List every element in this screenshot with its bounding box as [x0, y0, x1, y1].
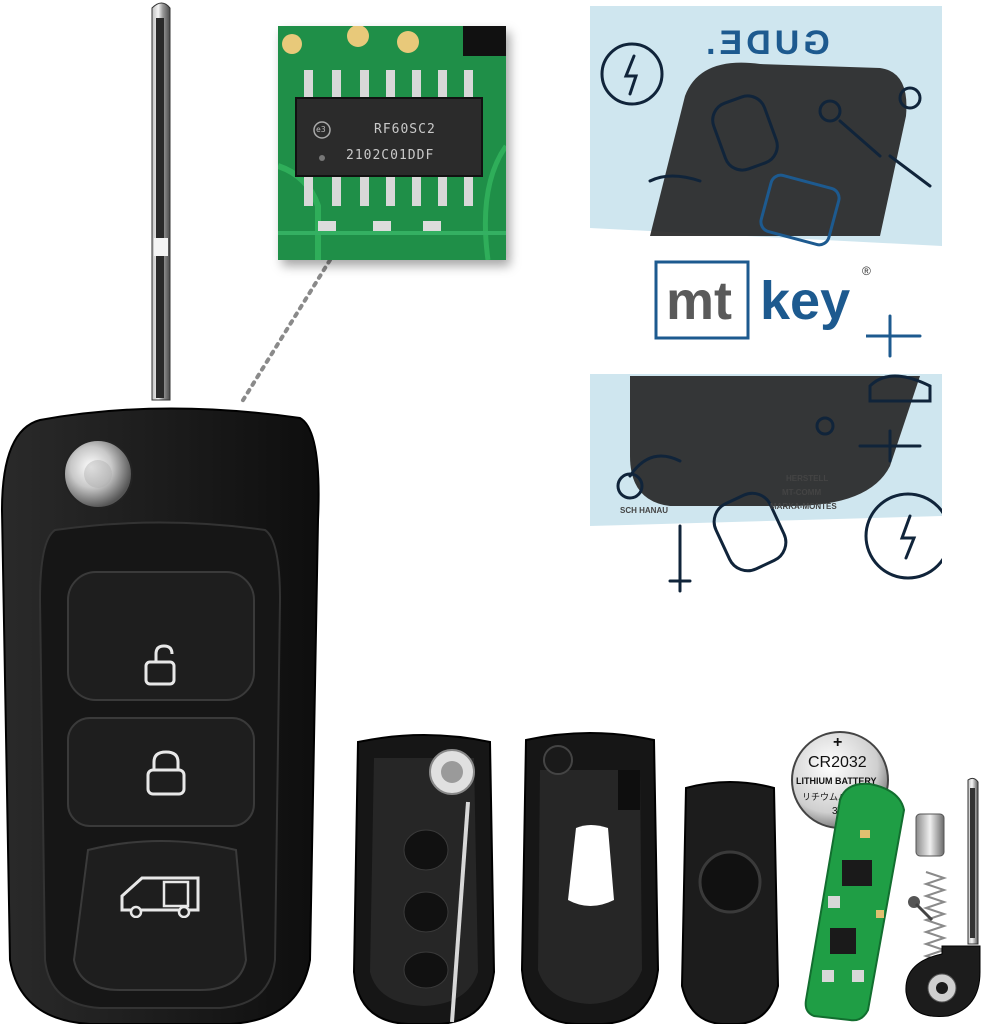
chip-marking-line1: RF60SC2	[374, 122, 436, 137]
fine-print-3: MARKA-MONTES	[770, 502, 837, 511]
unlock-button[interactable]	[68, 572, 254, 700]
logo-mt: mt	[666, 271, 732, 331]
chip-closeup: e3 RF60SC2 2102C01DDF	[278, 26, 506, 260]
brand-card-top-text: GUDE.	[702, 24, 830, 62]
hinge-pin	[910, 810, 950, 860]
van-door-icon	[120, 876, 200, 918]
van-door-button[interactable]	[88, 850, 246, 990]
housing-half-back	[518, 730, 662, 1024]
fine-print-1: HERSTELL	[786, 474, 829, 483]
housing-half-front	[348, 732, 500, 1024]
key-blade	[140, 0, 180, 410]
fine-print-2: MT-COMM	[782, 488, 822, 497]
fine-print-4: SCH HANAU	[620, 506, 668, 515]
unlock-icon	[144, 644, 176, 686]
brand-card: GUDE. mt key ® HERSTELL MT-COMM MARKA-MO…	[590, 6, 942, 596]
remote-key-fob	[0, 400, 320, 1024]
chip-logo: e3	[316, 125, 326, 134]
lock-button[interactable]	[68, 718, 254, 826]
screw	[906, 894, 936, 924]
spring	[920, 868, 950, 978]
chip-marking-line2: 2102C01DDF	[346, 148, 435, 163]
circuit-board	[800, 780, 910, 1024]
logo-key: key	[760, 271, 851, 331]
small-key-blade	[902, 776, 982, 1024]
lock-icon	[146, 750, 186, 796]
battery-plus: +	[833, 734, 843, 751]
battery-model: CR2032	[808, 754, 867, 771]
battery-cover	[678, 776, 782, 1024]
logo-registered-mark: ®	[862, 264, 871, 278]
battery-type: LITHIUM BATTERY	[796, 776, 877, 786]
dotted-leader-line	[230, 255, 340, 415]
